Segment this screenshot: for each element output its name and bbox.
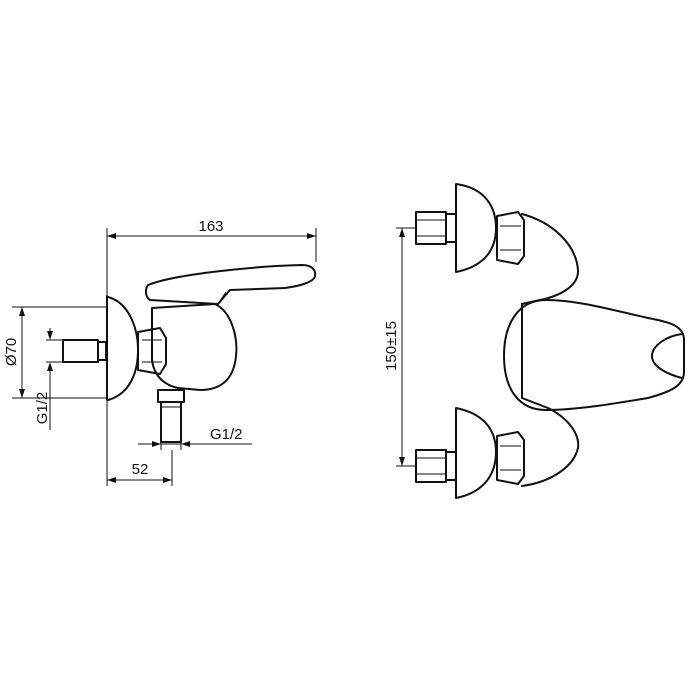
dimension-length: 163 (106, 218, 317, 296)
bottom-connector-nut (496, 431, 525, 485)
dimension-inlet-thread-label: G1/2 (34, 392, 51, 425)
lever-detail-line (217, 291, 227, 305)
side-view: 163 Ø70 G1/2 G1/2 (3, 218, 317, 486)
top-inlet-pipe (415, 211, 447, 245)
inlet-pipe-collar (97, 341, 107, 361)
dimension-inlet-thread: G1/2 (34, 328, 63, 430)
dimension-length-label: 163 (198, 218, 223, 235)
dimension-outlet-thread-label: G1/2 (210, 426, 243, 443)
bottom-inlet-pipe (415, 449, 447, 483)
lever-handle (144, 264, 317, 305)
dimension-centers: 150±15 (383, 227, 416, 467)
mixer-body (151, 303, 238, 391)
dimension-offset: 52 (106, 400, 173, 486)
dimension-offset-label: 52 (132, 461, 149, 478)
lever-handle-front (503, 299, 685, 411)
dimension-diameter: Ø70 (3, 306, 107, 399)
body-upper-curve (521, 213, 580, 305)
dimension-diameter-label: Ø70 (3, 338, 20, 366)
connector-nut (137, 327, 167, 375)
inlet-pipe (62, 339, 99, 363)
dimension-centers-label: 150±15 (383, 321, 400, 371)
top-inlet-collar (445, 213, 457, 243)
bottom-rosette (455, 407, 497, 499)
top-connector-nut (496, 211, 525, 265)
body-lower-curve (521, 397, 580, 487)
dimension-outlet-thread: G1/2 (138, 426, 252, 450)
outlet-pipe (160, 401, 182, 443)
wall-rosette (107, 296, 139, 401)
top-rosette (455, 183, 497, 273)
lever-tip-recess (651, 333, 683, 379)
bottom-inlet-collar (445, 451, 457, 481)
outlet-spigot (157, 389, 185, 403)
front-view: 150±15 (383, 183, 685, 499)
